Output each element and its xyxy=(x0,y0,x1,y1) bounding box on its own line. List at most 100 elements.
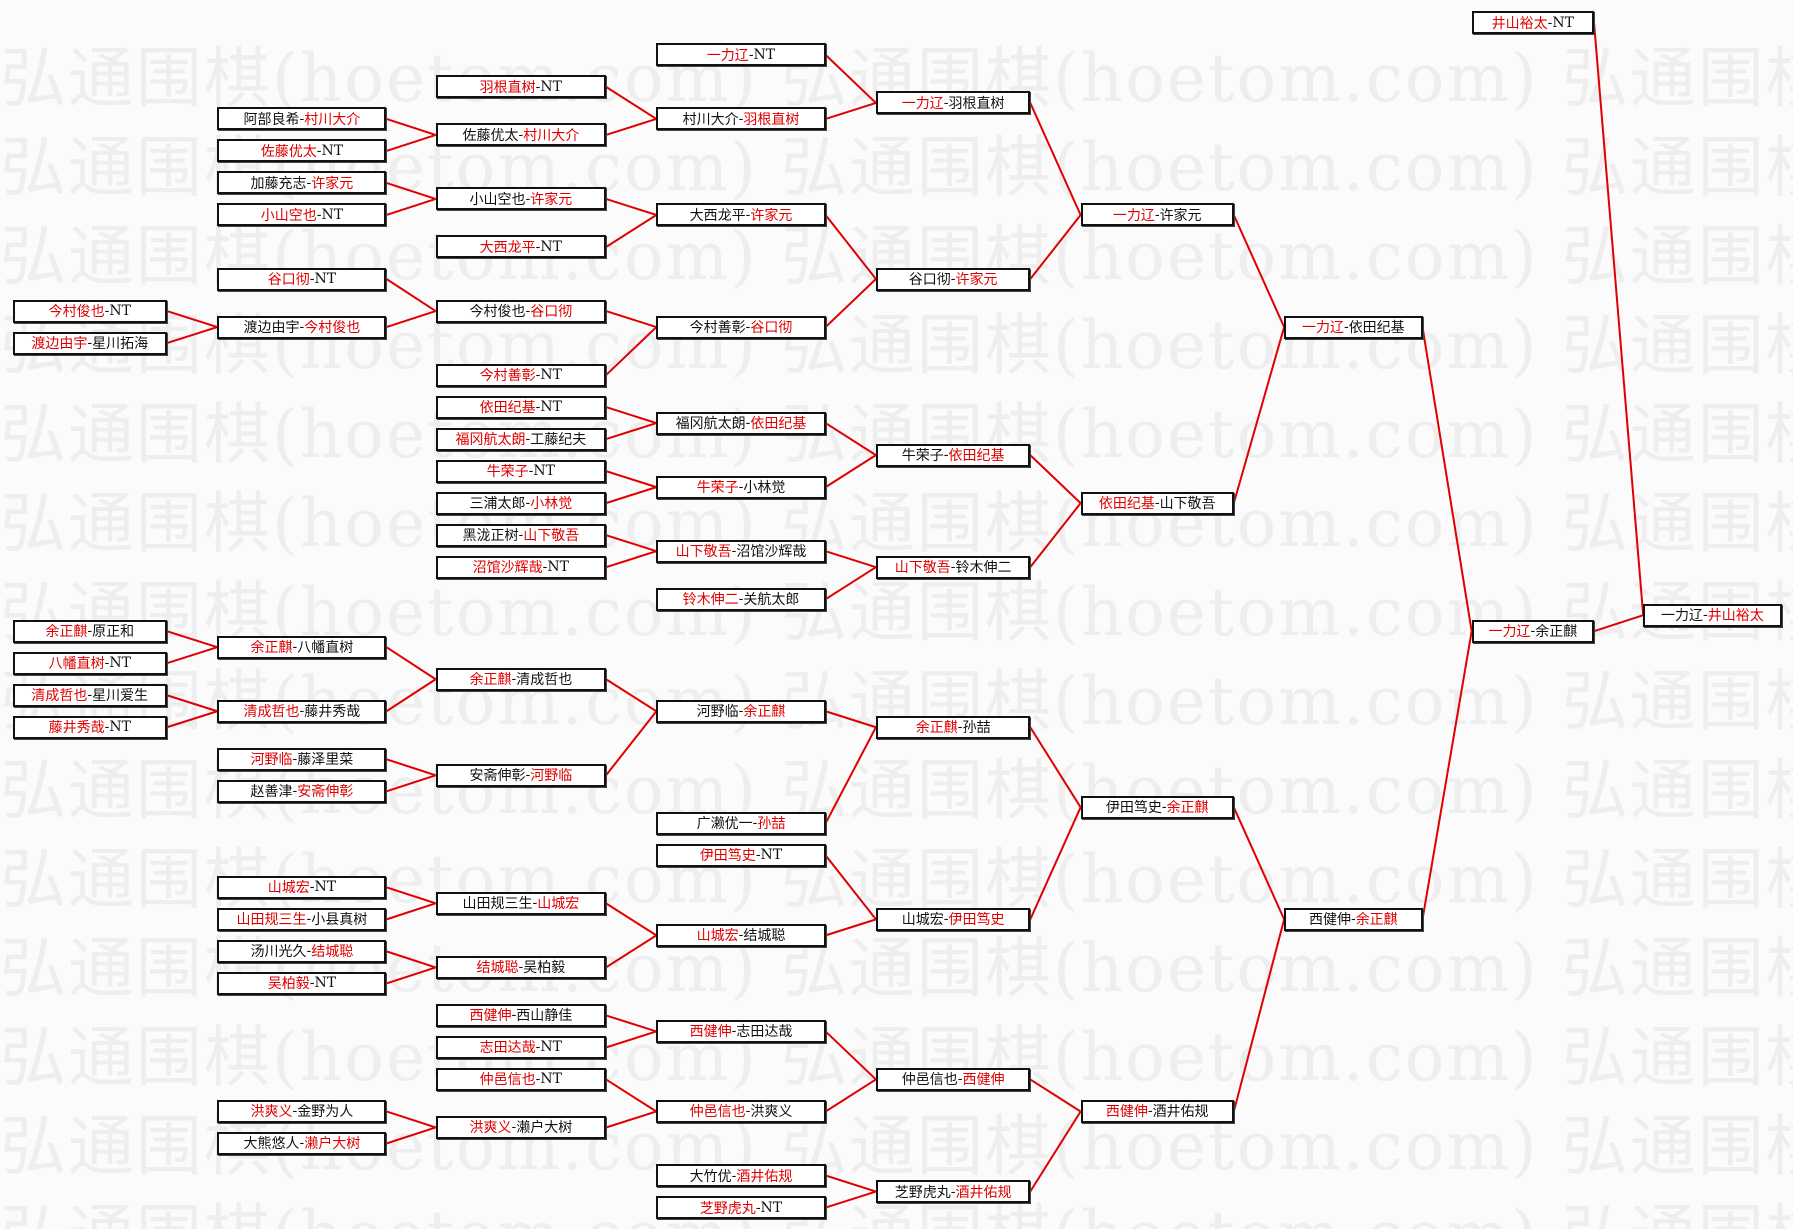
separator: - xyxy=(738,479,744,496)
loser-name: 西健伸 xyxy=(1308,912,1351,929)
loser-name: 余正麒 xyxy=(1535,624,1578,641)
match-box-round-2: 汤川光久-结城聪 xyxy=(217,939,387,963)
separator: - xyxy=(511,671,517,688)
loser-name: 山城宏 xyxy=(901,912,944,929)
separator: - xyxy=(299,1135,305,1152)
separator: - xyxy=(292,751,298,768)
bracket-connector xyxy=(605,1078,657,1113)
winner-name: 余正麒 xyxy=(250,640,293,657)
separator: - xyxy=(748,46,754,63)
separator: - xyxy=(292,1103,298,1120)
match-box-round-1: 藤井秀哉-NT xyxy=(12,715,167,739)
loser-name: 黑泷正树 xyxy=(462,528,519,545)
loser-name: 加藤充志 xyxy=(250,175,307,192)
loser-name: 河野临 xyxy=(696,704,739,721)
match-box-round-3: 今村善彰-NT xyxy=(435,363,607,387)
bracket-connector xyxy=(1593,614,1644,633)
loser-name: NT xyxy=(314,271,337,287)
separator: - xyxy=(731,1023,737,1040)
match-box-round-4: 山下敬吾-沼馆沙辉哉 xyxy=(656,539,826,563)
loser-name: 牛荣子 xyxy=(901,448,944,465)
winner-name: 芝野虎丸 xyxy=(699,1200,756,1217)
loser-name: 原正和 xyxy=(92,624,135,641)
loser-name: 三浦太郎 xyxy=(469,496,526,513)
loser-name: 渡边由宇 xyxy=(243,320,300,337)
winner-name: 清成哲也 xyxy=(243,704,300,721)
match-box-round-3: 羽根直树-NT xyxy=(435,75,607,99)
winner-name: 西健伸 xyxy=(689,1024,732,1041)
winner-name: 伊田笃史 xyxy=(699,848,756,865)
winner-name: 许家元 xyxy=(750,207,793,224)
match-box-round-4: 牛荣子-小林觉 xyxy=(656,475,826,499)
separator: - xyxy=(518,527,524,544)
bracket-connector xyxy=(825,1190,877,1209)
loser-name: 一力辽 xyxy=(1661,608,1703,625)
bracket-connector xyxy=(1029,726,1082,808)
winner-name: 牛荣子 xyxy=(486,464,529,481)
winner-name: 渡边由宇 xyxy=(31,336,88,353)
bracket-connector xyxy=(386,182,436,200)
loser-name: 小山空也 xyxy=(469,191,526,208)
loser-name: NT xyxy=(547,559,569,576)
match-box-round-6: 依田纪基-山下敬吾 xyxy=(1080,491,1234,515)
separator: - xyxy=(535,238,541,255)
match-box-round-4: 村川大介-羽根直树 xyxy=(656,107,826,131)
bracket-connector xyxy=(1232,214,1286,328)
match-box-round-3: 牛荣子-NT xyxy=(435,459,607,483)
separator: - xyxy=(745,319,751,336)
winner-name: 井山裕太 xyxy=(1707,608,1764,625)
bracket-connector xyxy=(386,902,436,921)
winner-name: 一力辽 xyxy=(1112,207,1155,224)
winner-name: 余正麒 xyxy=(743,704,786,721)
match-box-round-3: 山田规三生-山城宏 xyxy=(435,891,607,915)
match-box-round-1: 余正麒-原正和 xyxy=(12,619,167,643)
separator: - xyxy=(1161,799,1167,816)
separator: - xyxy=(525,495,531,512)
loser-name: 村川大介 xyxy=(682,111,739,128)
bracket-connector xyxy=(1029,1078,1082,1113)
bracket-connector xyxy=(1421,326,1473,632)
separator: - xyxy=(943,911,949,928)
winner-name: 余正麒 xyxy=(45,624,88,641)
winner-name: 谷口彻 xyxy=(750,320,793,337)
bracket-connector xyxy=(825,1174,877,1193)
bracket-connector xyxy=(166,710,218,729)
match-box-round-2: 余正麒-八幡直树 xyxy=(217,635,387,659)
separator: - xyxy=(309,975,315,992)
winner-name: 八幡直树 xyxy=(48,656,105,673)
bracket-connector xyxy=(166,310,218,328)
separator: - xyxy=(950,559,956,576)
bracket-connector xyxy=(1029,454,1082,504)
loser-name: 阿部良希 xyxy=(243,111,300,128)
match-box-round-5: 山城宏-伊田笃史 xyxy=(875,907,1031,931)
bracket-connector xyxy=(825,1078,877,1113)
winner-name: 村川大介 xyxy=(523,127,580,144)
loser-name: NT xyxy=(540,78,562,95)
winner-name: 仲邑信也 xyxy=(479,1072,536,1089)
bracket-connector xyxy=(605,678,657,713)
bracket-connector xyxy=(1232,806,1286,920)
separator: - xyxy=(731,543,737,560)
winner-name: 依田纪基 xyxy=(1098,496,1155,513)
match-box-round-3: 黑泷正树-山下敬吾 xyxy=(435,523,607,547)
separator: - xyxy=(104,655,110,672)
winner-name: 今村俊也 xyxy=(304,320,361,337)
bracket-connector xyxy=(1029,806,1082,920)
match-box-round-3: 今村俊也-谷口彻 xyxy=(435,299,607,323)
loser-name: NT xyxy=(533,463,555,480)
bracket-connector xyxy=(824,278,877,328)
winner-name: 河野临 xyxy=(250,752,293,769)
bracket-connector xyxy=(605,198,657,216)
match-box-round-3: 三浦太郎-小林觉 xyxy=(435,491,607,515)
bracket-connector xyxy=(605,1110,657,1129)
bracket-connector xyxy=(1421,631,1473,920)
match-box-round-2: 清成哲也-藤井秀哉 xyxy=(217,699,387,723)
winner-name: 清成哲也 xyxy=(31,688,88,705)
loser-name: NT xyxy=(540,1039,562,1056)
winner-name: 余正麒 xyxy=(1166,800,1209,817)
bracket-connector xyxy=(605,422,657,441)
match-box-round-2: 渡边由宇-今村俊也 xyxy=(217,315,387,339)
loser-name: 星川拓海 xyxy=(92,336,149,353)
match-box-round-3: 小山空也-许家元 xyxy=(435,187,607,211)
separator: - xyxy=(1147,1103,1153,1120)
